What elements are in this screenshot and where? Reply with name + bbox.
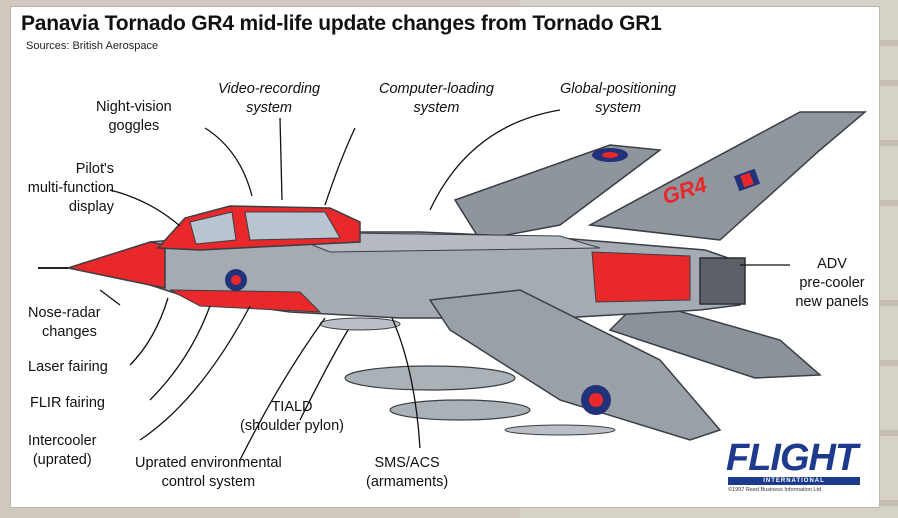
fuel-tank	[389, 399, 531, 421]
label-flir-fairing: FLIR fairing	[30, 395, 105, 411]
flight-international-logo: FLIGHT INTERNATIONAL ©1997 Reed Business…	[722, 437, 872, 497]
roundel-fuselage	[225, 269, 247, 291]
label-intercooler: Intercooler(uprated)	[28, 433, 97, 468]
tailplane	[608, 299, 822, 379]
label-laser-fairing: Laser fairing	[28, 359, 108, 375]
logo-subtitle: INTERNATIONAL	[728, 477, 860, 485]
tiald-pod	[319, 317, 401, 331]
missile	[504, 424, 616, 436]
right-wing	[428, 289, 722, 441]
nose-cone	[65, 241, 166, 289]
tail-fin	[587, 111, 868, 241]
logo-wordmark: FLIGHT	[726, 437, 858, 479]
intake-area	[169, 289, 322, 313]
logo-copyright: ©1997 Reed Business Information Ltd	[728, 487, 822, 493]
figure-source: Sources: British Aerospace	[26, 40, 159, 52]
fuel-tank	[344, 365, 516, 391]
left-wing	[453, 144, 662, 241]
label-tiald: TIALD(shoulder pylon)	[240, 399, 344, 434]
roundel-wing-top	[592, 148, 628, 162]
label-sms-acs: SMS/ACS(armaments)	[366, 455, 449, 490]
adv-panel	[591, 251, 691, 303]
roundel-wing-bottom	[581, 385, 611, 415]
figure-title: Panavia Tornado GR4 mid-life update chan…	[21, 12, 662, 35]
